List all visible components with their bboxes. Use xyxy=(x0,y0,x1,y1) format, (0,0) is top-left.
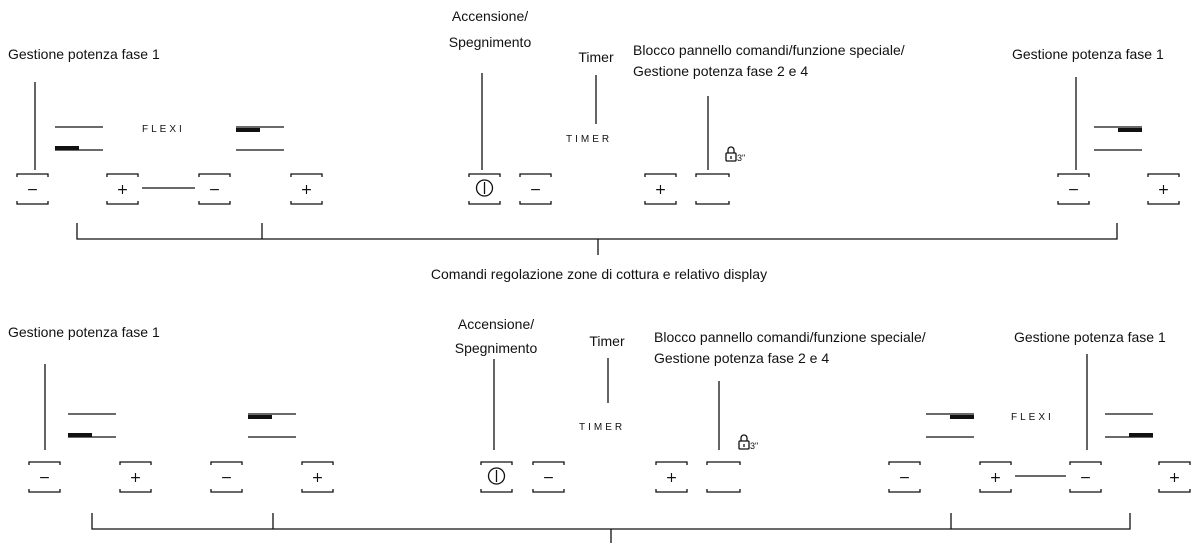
minus-icon: − xyxy=(1068,182,1080,198)
timer-text: TIMER xyxy=(566,134,612,145)
plus-icon: + xyxy=(666,470,678,486)
minus-icon: − xyxy=(39,470,51,486)
minus-icon: − xyxy=(1080,470,1092,486)
lock-icon xyxy=(725,146,737,162)
zones-caption: Comandi regolazione zone di cottura e re… xyxy=(431,266,767,282)
label-on-off-line2: Spegnimento xyxy=(455,340,538,356)
minus-icon: − xyxy=(209,182,221,198)
minus-icon: − xyxy=(543,470,555,486)
plus-icon: + xyxy=(655,182,667,198)
plus-icon: + xyxy=(312,470,324,486)
plus-button[interactable]: + xyxy=(655,461,688,493)
lock-indicator: 3" xyxy=(725,146,745,163)
power-icon xyxy=(487,467,506,485)
minus-button[interactable]: − xyxy=(888,461,921,493)
flexi-text: FLEXI xyxy=(1011,412,1054,423)
plus-button[interactable]: + xyxy=(1147,173,1180,205)
lock-duration: 3" xyxy=(750,441,758,451)
flexi-text: FLEXI xyxy=(142,124,185,135)
plus-icon: + xyxy=(1158,182,1170,198)
minus-button[interactable]: − xyxy=(1069,461,1102,493)
label-lock-line1: Blocco pannello comandi/funzione special… xyxy=(633,42,905,58)
lock-button[interactable] xyxy=(695,173,730,205)
label-power-phase1-right: Gestione potenza fase 1 xyxy=(1012,46,1164,62)
plus-button[interactable]: + xyxy=(301,461,334,493)
label-lock-line2: Gestione potenza fase 2 e 4 xyxy=(654,350,829,366)
plus-button[interactable]: + xyxy=(290,173,323,205)
minus-button[interactable]: − xyxy=(210,461,243,493)
plus-button[interactable]: + xyxy=(119,461,152,493)
minus-button[interactable]: − xyxy=(16,173,49,205)
label-power-phase1-left: Gestione potenza fase 1 xyxy=(8,46,160,62)
label-power-phase1-left: Gestione potenza fase 1 xyxy=(8,324,160,340)
plus-icon: + xyxy=(130,470,142,486)
bracket xyxy=(76,223,1118,240)
plus-button[interactable]: + xyxy=(979,461,1012,493)
label-on-off-line1: Accensione/ xyxy=(452,8,528,24)
minus-icon: − xyxy=(27,182,39,198)
plus-icon: + xyxy=(1169,470,1181,486)
plus-icon: + xyxy=(117,182,129,198)
bracket xyxy=(91,513,1131,530)
minus-button[interactable]: − xyxy=(1057,173,1090,205)
label-power-phase1-right: Gestione potenza fase 1 xyxy=(1014,329,1166,345)
minus-icon: − xyxy=(221,470,233,486)
plus-button[interactable]: + xyxy=(1158,461,1191,493)
bottom-panel: Gestione potenza fase 1 Accensione/ Speg… xyxy=(8,316,1191,543)
power-button[interactable] xyxy=(480,461,513,493)
lock-duration: 3" xyxy=(737,153,745,163)
plus-icon: + xyxy=(990,470,1002,486)
minus-button[interactable]: − xyxy=(198,173,231,205)
timer-text: TIMER xyxy=(579,422,625,433)
minus-icon: − xyxy=(530,182,542,198)
minus-button[interactable]: − xyxy=(532,461,565,493)
power-button[interactable] xyxy=(468,173,501,205)
plus-button[interactable]: + xyxy=(106,173,139,205)
power-icon xyxy=(475,179,494,197)
label-timer: Timer xyxy=(578,49,614,65)
label-timer: Timer xyxy=(589,333,625,349)
lock-button[interactable] xyxy=(706,461,741,493)
lock-icon xyxy=(738,434,750,450)
label-on-off-line2: Spegnimento xyxy=(449,34,532,50)
plus-button[interactable]: + xyxy=(644,173,677,205)
label-lock-line2: Gestione potenza fase 2 e 4 xyxy=(633,63,808,79)
label-on-off-line1: Accensione/ xyxy=(458,316,534,332)
label-lock-line1: Blocco pannello comandi/funzione special… xyxy=(654,329,926,345)
minus-button[interactable]: − xyxy=(28,461,61,493)
minus-button[interactable]: − xyxy=(519,173,552,205)
minus-icon: − xyxy=(899,470,911,486)
lock-indicator: 3" xyxy=(738,434,758,451)
top-panel: Gestione potenza fase 1 Accensione/ Speg… xyxy=(8,8,1180,255)
plus-icon: + xyxy=(301,182,313,198)
